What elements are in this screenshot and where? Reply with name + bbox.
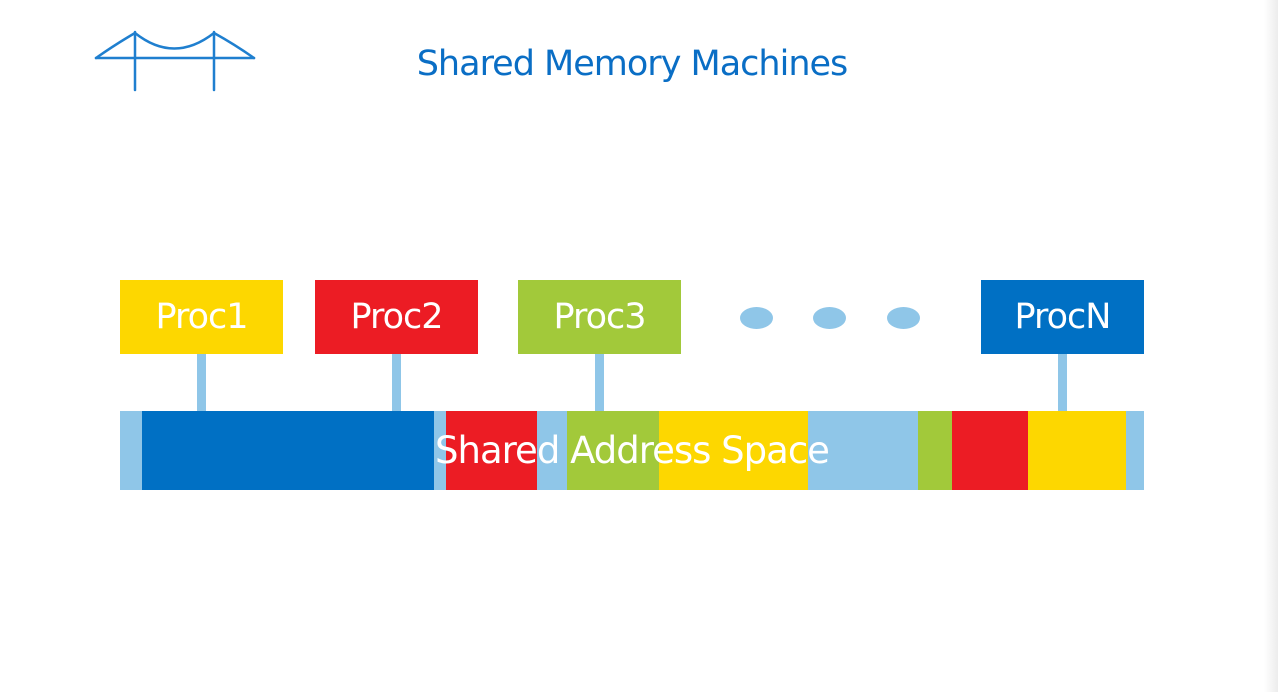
- ellipsis-dot: [813, 307, 846, 329]
- processor-1-connector: [197, 354, 206, 412]
- processor-2-connector: [392, 354, 401, 412]
- memory-segment: [567, 411, 659, 490]
- processor-box-2: Proc2: [315, 280, 478, 354]
- memory-segment: [142, 411, 434, 490]
- memory-segment: [659, 411, 808, 490]
- processor-box-3: Proc3: [518, 280, 681, 354]
- processor-box-1: Proc1: [120, 280, 283, 354]
- memory-segment: [446, 411, 537, 490]
- shared-address-space-label: Shared Address Space: [435, 429, 830, 472]
- memory-segment: [1028, 411, 1126, 490]
- processor-n-connector: [1058, 354, 1067, 412]
- processor-box-n: ProcN: [981, 280, 1144, 354]
- processor-3-connector: [595, 354, 604, 412]
- ellipsis-dot: [740, 307, 773, 329]
- ellipsis-dot: [887, 307, 920, 329]
- page-title: Shared Memory Machines: [416, 44, 849, 84]
- memory-segment: [918, 411, 952, 490]
- shared-address-space-bar: Shared Address Space: [120, 411, 1144, 490]
- bridge-icon: [94, 30, 256, 94]
- right-edge-shadow: [1264, 0, 1278, 692]
- memory-segment: [952, 411, 1028, 490]
